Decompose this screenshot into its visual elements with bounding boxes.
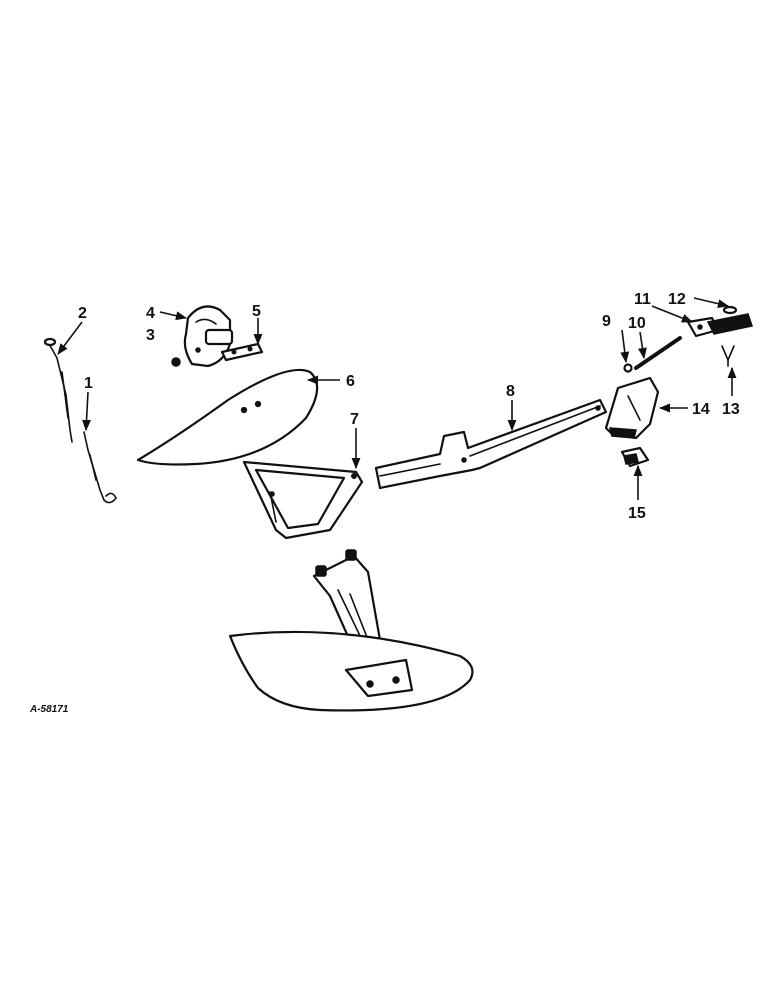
callout-7: 7 — [350, 411, 359, 428]
part-1-rod — [83, 431, 117, 504]
callout-1: 1 — [84, 375, 93, 392]
plate-code: A-58171 — [29, 704, 69, 715]
callout-11: 11 — [634, 291, 651, 308]
callout-8: 8 — [506, 383, 515, 400]
part-8-beam — [374, 398, 608, 490]
part-7-frame — [242, 460, 364, 540]
part-9-ring — [623, 363, 633, 373]
part-2-rod — [43, 337, 73, 443]
shovel-assembly — [228, 549, 474, 712]
part-10-rod — [634, 336, 682, 370]
callout-3: 3 — [146, 327, 155, 344]
part-3-nut — [171, 357, 181, 367]
callout-6: 6 — [346, 373, 355, 390]
callout-13: 13 — [722, 401, 740, 418]
part-4-bracket — [183, 305, 234, 368]
part-15-clip — [620, 446, 650, 468]
part-6-shield — [136, 368, 319, 466]
callout-5: 5 — [252, 303, 261, 320]
part-14-bracket — [604, 376, 660, 440]
callout-15: 15 — [628, 505, 646, 522]
callout-2: 2 — [78, 305, 87, 322]
part-5-plate — [220, 342, 264, 362]
callout-14: 14 — [692, 401, 710, 418]
part-13-fork — [721, 345, 735, 367]
leader-lines — [57, 297, 737, 500]
callout-4: 4 — [146, 305, 155, 322]
callout-12: 12 — [668, 291, 686, 308]
part-12-handle — [706, 305, 753, 335]
callout-labels: 1 2 3 4 5 6 7 8 9 10 11 12 13 14 15 — [78, 291, 740, 522]
callout-10: 10 — [628, 315, 646, 332]
callout-9: 9 — [602, 313, 611, 330]
